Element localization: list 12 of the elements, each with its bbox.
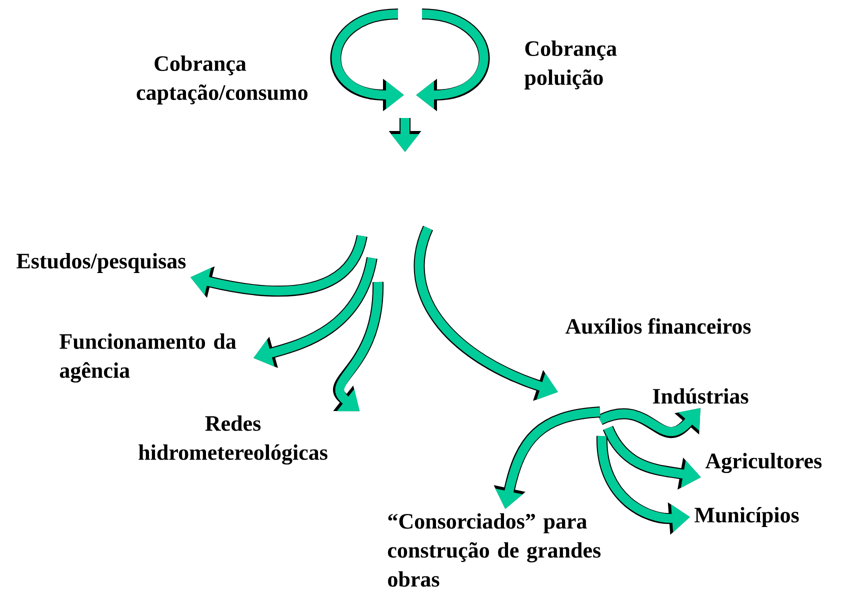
node-text: Agricultores	[705, 452, 822, 474]
arrow	[333, 282, 384, 412]
node-text: Estudos/pesquisas	[16, 253, 186, 273]
node-text: Municípios	[694, 507, 799, 527]
node-text: Indústrias	[652, 388, 748, 404]
node-text: Redes hidrometereológicas	[138, 415, 328, 465]
arrow	[598, 408, 700, 438]
label: Auxílios financeiros	[565, 318, 751, 334]
node-text: Funcionamento da agência	[60, 333, 236, 383]
label: Cobrança captação/consumo	[136, 56, 308, 104]
node-text: “Consorciados” para construção de grandes obras	[388, 513, 601, 587]
label: Cobrança poluição	[524, 40, 617, 90]
